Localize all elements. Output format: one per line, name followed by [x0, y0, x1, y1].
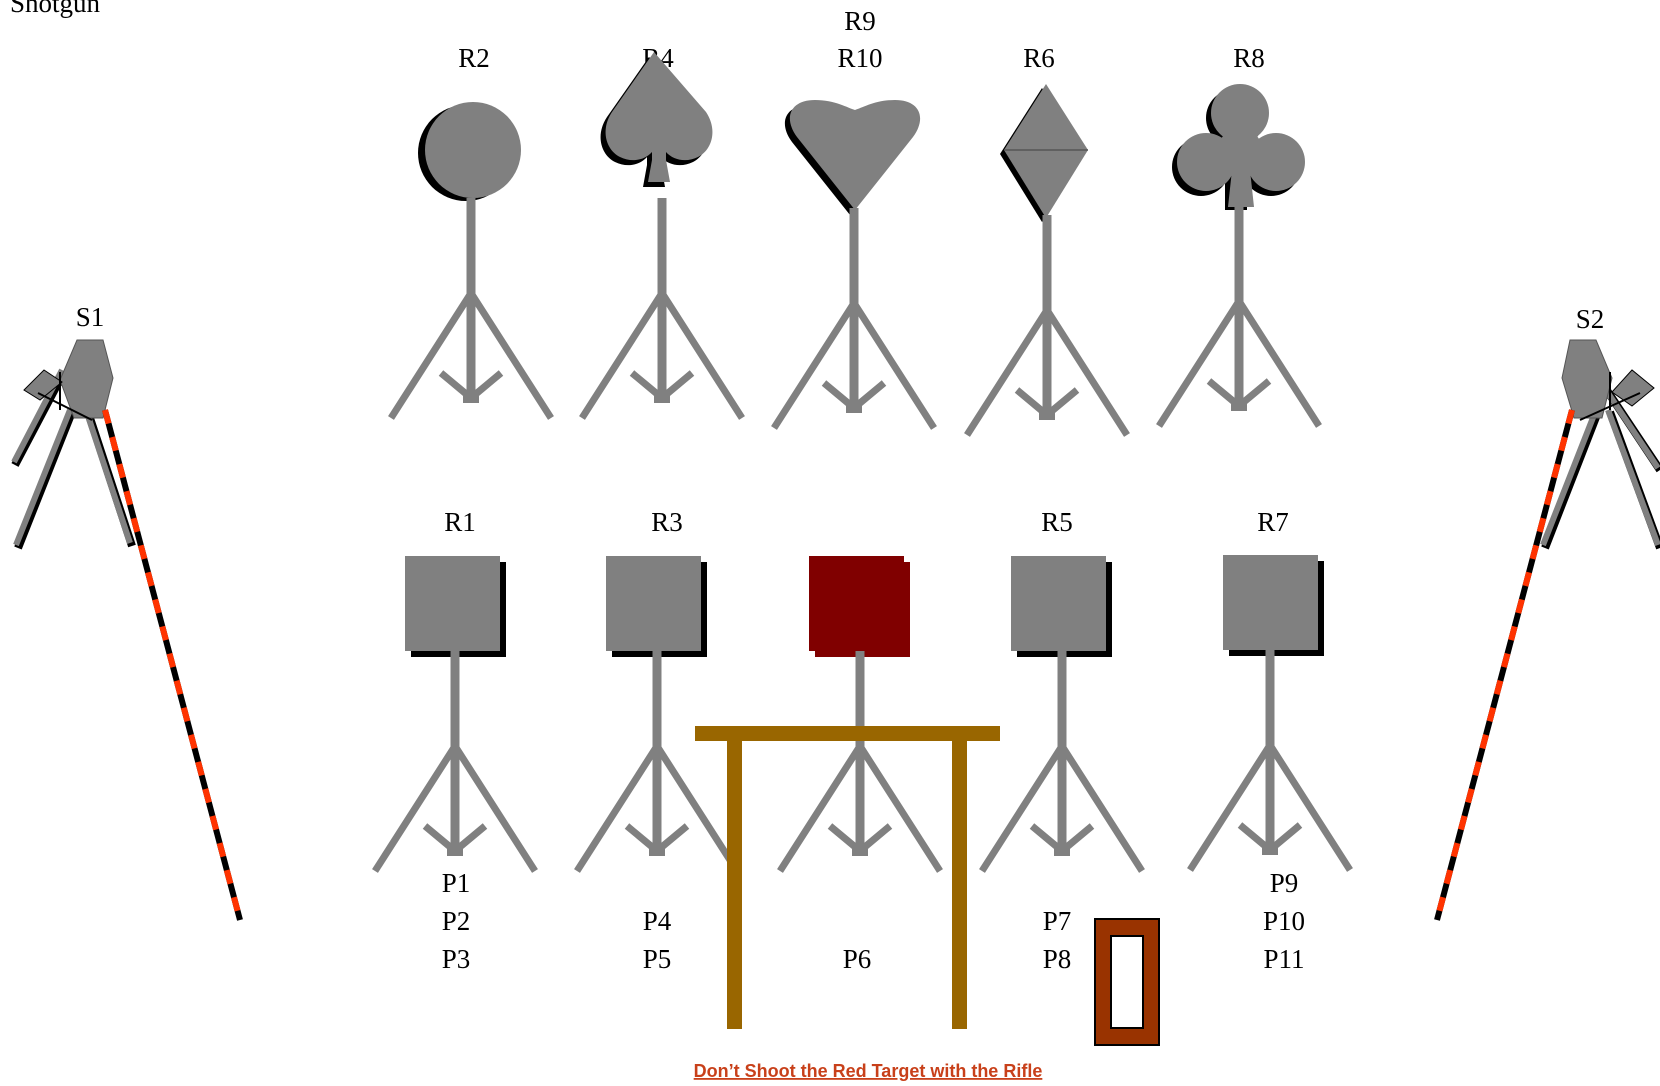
red-target: [780, 556, 940, 871]
rifle-target-r3: R3: [577, 507, 737, 871]
pistol-group-3: P6: [843, 944, 872, 974]
shotgun-thrower-icon: [11, 339, 243, 921]
tripod-stand-icon: [391, 198, 551, 418]
pistol-label: P8: [1043, 944, 1072, 974]
pistol-label: P9: [1270, 868, 1299, 898]
rifle-target-r9-r10: R9 R10: [774, 6, 934, 428]
pistol-group-2: P4 P5: [643, 906, 672, 974]
target-label-r10: R10: [837, 43, 882, 73]
rifle-target-r6: R6: [967, 43, 1127, 435]
rifle-target-r2: R2: [391, 43, 551, 418]
tripod-stand-icon: [982, 651, 1142, 871]
square-target-icon: [606, 556, 701, 651]
tripod-stand-icon: [1159, 206, 1319, 426]
pistol-label: P2: [442, 906, 471, 936]
rifle-target-r7: R7: [1190, 507, 1350, 870]
target-label-r5: R5: [1041, 507, 1073, 537]
tripod-stand-icon: [780, 651, 940, 871]
ammo-box-icon: [1094, 918, 1160, 1046]
tripod-stand-icon: [577, 651, 737, 871]
rifle-target-r4: R4: [582, 43, 742, 418]
page-title: Shotgun: [10, 0, 101, 18]
table-icon: [695, 726, 1000, 1029]
pistol-label: P1: [442, 868, 471, 898]
shotgun-station-s1: S1: [11, 302, 243, 921]
pistol-label: P6: [843, 944, 872, 974]
target-label-r7: R7: [1257, 507, 1289, 537]
target-label-r9: R9: [844, 6, 876, 36]
target-label-r2: R2: [458, 43, 490, 73]
target-label-r1: R1: [444, 507, 476, 537]
rifle-target-r8: R8: [1159, 43, 1319, 426]
target-label-r8: R8: [1233, 43, 1265, 73]
tripod-stand-icon: [774, 208, 934, 428]
shotgun-station-s2: S2: [1434, 304, 1660, 921]
warning-text: Don’t Shoot the Red Target with the Rifl…: [694, 1061, 1043, 1081]
tripod-stand-icon: [375, 651, 535, 871]
target-label-r3: R3: [651, 507, 683, 537]
rifle-target-r5: R5: [982, 507, 1142, 871]
square-target-icon: [405, 556, 500, 651]
square-target-icon: [1223, 555, 1318, 650]
pistol-label: P4: [643, 906, 672, 936]
pistol-label: P11: [1263, 944, 1304, 974]
spade-target-icon: [600, 52, 713, 187]
heart-target-icon: [784, 100, 921, 215]
target-label-r6: R6: [1023, 43, 1055, 73]
pistol-label: P3: [442, 944, 471, 974]
station-label-s1: S1: [76, 302, 105, 332]
tripod-stand-icon: [1190, 650, 1350, 870]
pistol-group-5: P9 P10 P11: [1263, 868, 1305, 974]
pistol-group-1: P1 P2 P3: [442, 868, 471, 974]
tripod-stand-icon: [582, 198, 742, 418]
pistol-label: P10: [1263, 906, 1305, 936]
rifle-target-r1: R1: [375, 507, 535, 871]
diamond-target-icon: [1000, 84, 1088, 222]
club-target-icon: [1172, 84, 1305, 210]
station-label-s2: S2: [1576, 304, 1605, 334]
tripod-stand-icon: [967, 215, 1127, 435]
square-target-icon: [1011, 556, 1106, 651]
pistol-label: P7: [1043, 906, 1072, 936]
pistol-group-4: P7 P8: [1043, 906, 1072, 974]
shotgun-thrower-icon: [1434, 339, 1660, 921]
pistol-label: P5: [643, 944, 672, 974]
